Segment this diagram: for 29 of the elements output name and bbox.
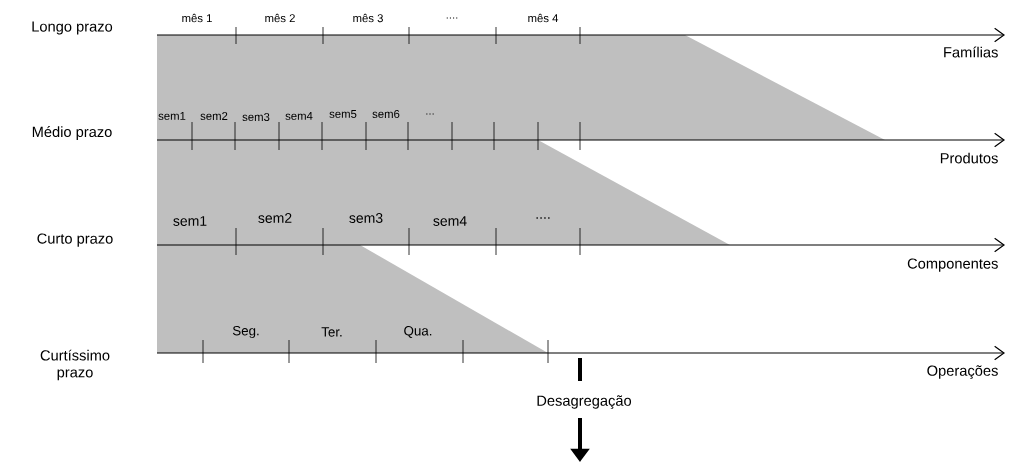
tick-label: sem6 <box>372 110 400 118</box>
tick-label: sem2 <box>200 112 228 120</box>
tick-label: sem3 <box>242 113 270 121</box>
tick-label: ... <box>426 113 434 115</box>
axis-label: Operações <box>927 365 998 379</box>
tick-label: mês 3 <box>353 13 383 23</box>
tick-label: sem5 <box>329 110 357 118</box>
tick-label: Seg. <box>232 325 259 339</box>
tick-label: sem2 <box>258 213 292 223</box>
axis-label: Produtos <box>940 152 998 164</box>
tick-label: .... <box>446 17 458 19</box>
row-label: Médio prazo <box>32 126 112 140</box>
tick-label: mês 4 <box>528 13 559 23</box>
row-label: Curtíssimo prazo <box>40 349 110 381</box>
tick-label: Qua. <box>404 326 432 338</box>
tick-label: sem4 <box>433 216 467 226</box>
tick-label: sem1 <box>158 112 186 120</box>
tick-label: sem1 <box>173 216 207 226</box>
axis-label: Famílias <box>944 46 998 58</box>
row-label: Longo prazo <box>32 21 113 35</box>
tick-label: Ter. <box>321 327 342 337</box>
axis-label: Componentes <box>907 258 998 272</box>
tick-label: sem4 <box>285 112 313 120</box>
tick-label: mês 2 <box>265 13 295 23</box>
row-label: Curto prazo <box>37 233 113 247</box>
tick-label: mês 1 <box>182 13 212 23</box>
tick-label: .... <box>536 217 550 219</box>
tick-label: sem3 <box>349 213 383 223</box>
arrow-label: Desagregação <box>537 395 632 409</box>
